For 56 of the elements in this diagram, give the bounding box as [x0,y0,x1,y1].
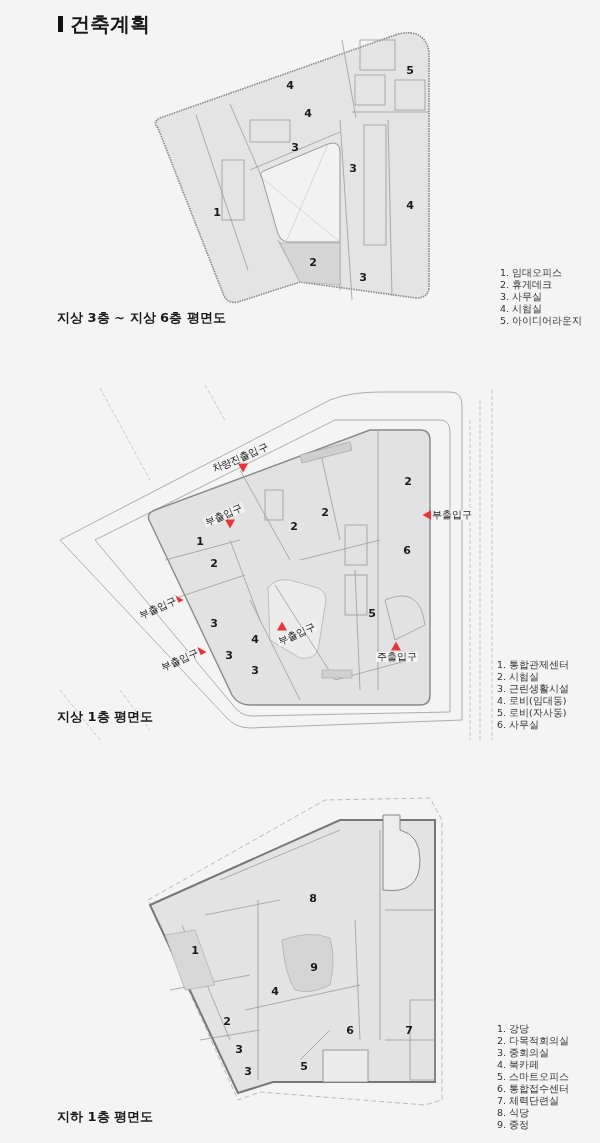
plan-caption: 지상 1층 평면도 [57,710,154,723]
room-number: 5 [406,64,414,76]
room-number: 4 [286,79,294,91]
legend-item: 4. 시험실 [500,304,543,314]
legend-item: 2. 휴게데크 [500,280,553,290]
room-number: 3 [291,141,299,153]
room-number: 3 [349,162,357,174]
plan-caption: 지하 1층 평면도 [57,1110,154,1123]
legend-item: 6. 통합접수센터 [497,1084,570,1094]
legend-item: 5. 스마트오피스 [497,1072,570,1082]
entrance-label: 부출입구 [431,510,473,520]
page-title: 건축계획 [70,14,150,34]
room-number: 2 [210,557,218,569]
legend-item: 7. 체력단련실 [497,1096,560,1106]
room-number: 2 [404,475,412,487]
legend-item: 4. 북카페 [497,1060,540,1070]
legend-item: 5. 로비(자사동) [497,708,567,718]
room-number: 1 [213,206,221,218]
room-number: 4 [406,199,414,211]
room-number: 8 [309,892,317,904]
legend-item: 1. 강당 [497,1024,530,1034]
room-number: 2 [290,520,298,532]
plan-caption: 지상 3층 ~ 지상 6층 평면도 [57,311,226,324]
room-number: 3 [244,1065,252,1077]
room-number: 3 [235,1043,243,1055]
legend-item: 9. 중정 [497,1120,530,1130]
room-number: 6 [346,1024,354,1036]
room-number: 5 [368,607,376,619]
room-number: 4 [271,985,279,997]
legend-item: 2. 시험실 [497,672,540,682]
legend-item: 3. 사무실 [500,292,543,302]
legend-item: 8. 식당 [497,1108,530,1118]
room-number: 1 [196,535,204,547]
room-number: 1 [191,944,199,956]
legend-item: 5. 아이디어라운지 [500,316,583,326]
legend-item: 6. 사무실 [497,720,540,730]
room-number: 7 [405,1024,413,1036]
room-number: 3 [225,649,233,661]
room-number: 3 [359,271,367,283]
room-number: 4 [251,633,259,645]
room-number: 3 [210,617,218,629]
legend-item: 3. 근린생활시설 [497,684,570,694]
legend-item: 4. 로비(임대동) [497,696,567,706]
room-number: 4 [304,107,312,119]
room-number: 3 [251,664,259,676]
room-number: 2 [309,256,317,268]
legend-item: 1. 통합관제센터 [497,660,570,670]
room-number: 6 [403,544,411,556]
room-number: 2 [223,1015,231,1027]
legend-item: 1. 임대오피스 [500,268,563,278]
room-number: 2 [321,506,329,518]
entrance-label: 주출입구 [376,652,418,662]
room-number: 5 [300,1060,308,1072]
legend-item: 3. 중회의실 [497,1048,550,1058]
room-number: 9 [310,961,318,973]
legend-item: 2. 다목적회의실 [497,1036,570,1046]
